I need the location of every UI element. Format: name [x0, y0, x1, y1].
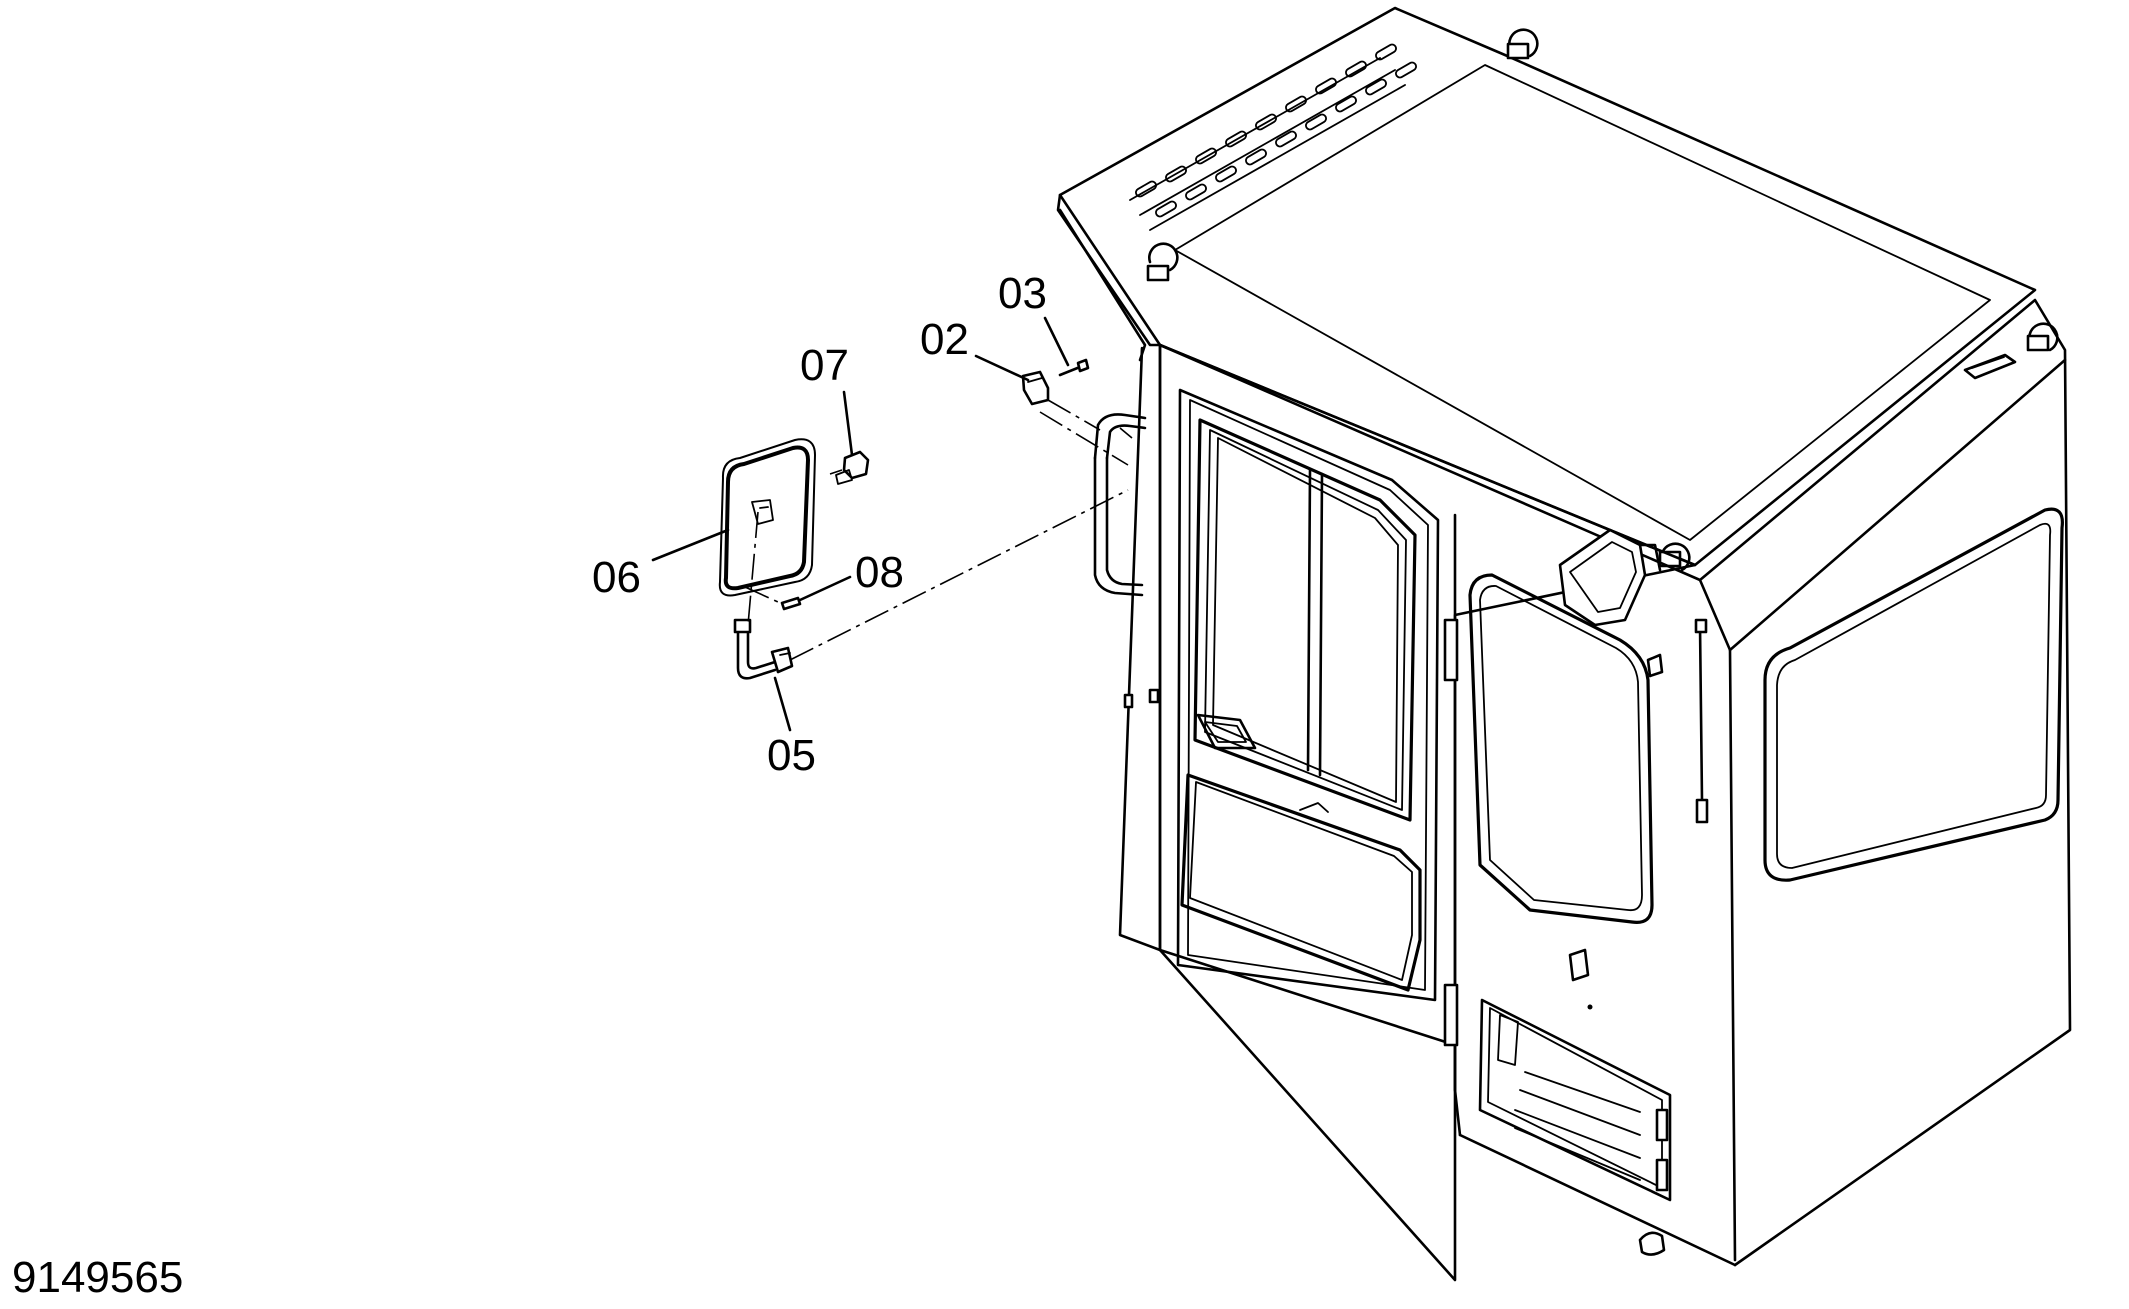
- cab-door: [1176, 388, 1440, 1002]
- side-window: [1468, 573, 1654, 924]
- part-07-bolt: [835, 450, 870, 485]
- lifting-eye: [1506, 28, 1539, 60]
- part-06-mirror: [718, 438, 816, 597]
- part-05-bracket: [733, 618, 794, 680]
- part-02-clip: [1021, 370, 1050, 406]
- assembly-lines: [744, 399, 1133, 661]
- callout-03: 03: [998, 269, 1047, 318]
- callout-02: 02: [920, 315, 969, 364]
- service-panel: [1478, 998, 1672, 1202]
- rear-window: [1763, 507, 2064, 882]
- door-hinge: [1443, 618, 1459, 1047]
- part-03-screw: [1058, 358, 1090, 377]
- leader-lines: [651, 316, 1070, 732]
- callout-05: 05: [767, 731, 816, 780]
- antenna: [1694, 618, 1709, 824]
- callout-06: 06: [592, 553, 641, 602]
- drawing-number: 9149565: [12, 1253, 183, 1302]
- operator-cab: [1056, 6, 2072, 1282]
- roof-vents: [1129, 43, 1417, 231]
- part-08-pin: [780, 596, 802, 611]
- work-lamp: [1558, 528, 1662, 627]
- callout-07: 07: [800, 341, 849, 390]
- callout-08: 08: [855, 548, 904, 597]
- grab-handle: [1093, 413, 1147, 597]
- lifting-eye: [1146, 242, 1179, 282]
